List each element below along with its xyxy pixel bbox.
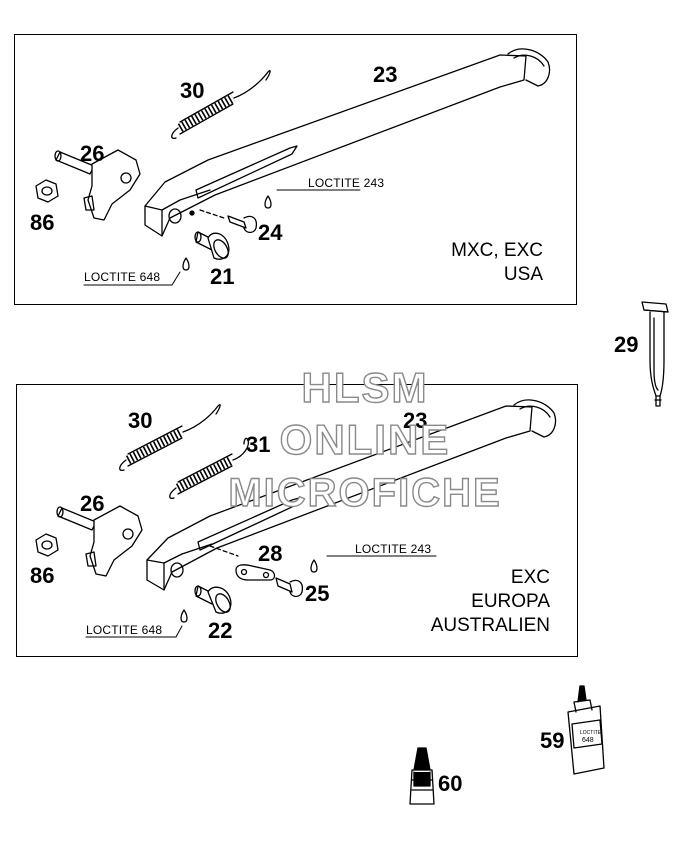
variant-line: EXC (510, 567, 550, 588)
variant-line: EUROPA (471, 591, 550, 612)
part-label-30: 30 (128, 408, 153, 433)
lower-panel-frame (16, 384, 578, 657)
spring-30-lower (119, 404, 221, 472)
part-label-59: 59 (540, 728, 565, 753)
variant-line: USA (503, 264, 543, 285)
variant-line: MXC, EXC (451, 240, 543, 261)
part-label-31: 31 (246, 432, 271, 457)
loctite-note: LOCTITE 243 (308, 176, 385, 190)
grease-tool (641, 301, 669, 407)
loctite-bottle: LOCTITE 648 (567, 685, 605, 775)
variant-label: MXC, EXC USA (400, 239, 543, 287)
svg-text:LOCTITE: LOCTITE (580, 730, 602, 736)
part-label-23: 23 (403, 408, 428, 433)
spring-31-lower (169, 437, 250, 500)
loctite-note: LOCTITE 648 (86, 623, 163, 637)
part-label-23: 23 (373, 62, 398, 87)
foot-pad-upper (182, 231, 230, 271)
watermark-line: ONLINE (279, 416, 451, 463)
side-stand-upper (144, 48, 551, 237)
loctite-note: LOCTITE 243 (355, 542, 432, 556)
part-label-86: 86 (30, 210, 55, 235)
nut-upper (35, 179, 59, 203)
watermark-line: HLSM (301, 364, 429, 411)
sealant-tube (409, 747, 435, 805)
part-label-22: 22 (208, 618, 233, 643)
pivot-bolt-upper (54, 149, 141, 221)
part-label-26: 26 (80, 141, 105, 166)
plate-lower (235, 564, 276, 581)
part-label-28: 28 (258, 541, 283, 566)
loctite-note: LOCTITE 648 (84, 270, 161, 284)
spring-upper (171, 70, 271, 140)
part-label-26: 26 (80, 491, 105, 516)
variant-line: AUSTRALIEN (430, 615, 550, 636)
nut-lower (35, 533, 59, 557)
part-label-25: 25 (305, 581, 330, 606)
part-label-60: 60 (438, 771, 463, 796)
part-label-29: 29 (614, 332, 639, 357)
screw-lower (275, 559, 318, 598)
part-label-86: 86 (30, 563, 55, 588)
svg-text:648: 648 (582, 737, 594, 744)
part-label-24: 24 (258, 220, 283, 245)
part-label-30: 30 (180, 78, 205, 103)
foot-pad-lower (180, 585, 232, 623)
variant-label: EXC EUROPA AUSTRALIEN (400, 566, 550, 638)
pivot-bolt-lower (56, 505, 143, 577)
side-stand-lower (146, 399, 557, 591)
watermark-line: MICROFICHE (228, 471, 502, 515)
part-label-21: 21 (210, 264, 235, 289)
screw-upper (199, 195, 272, 234)
